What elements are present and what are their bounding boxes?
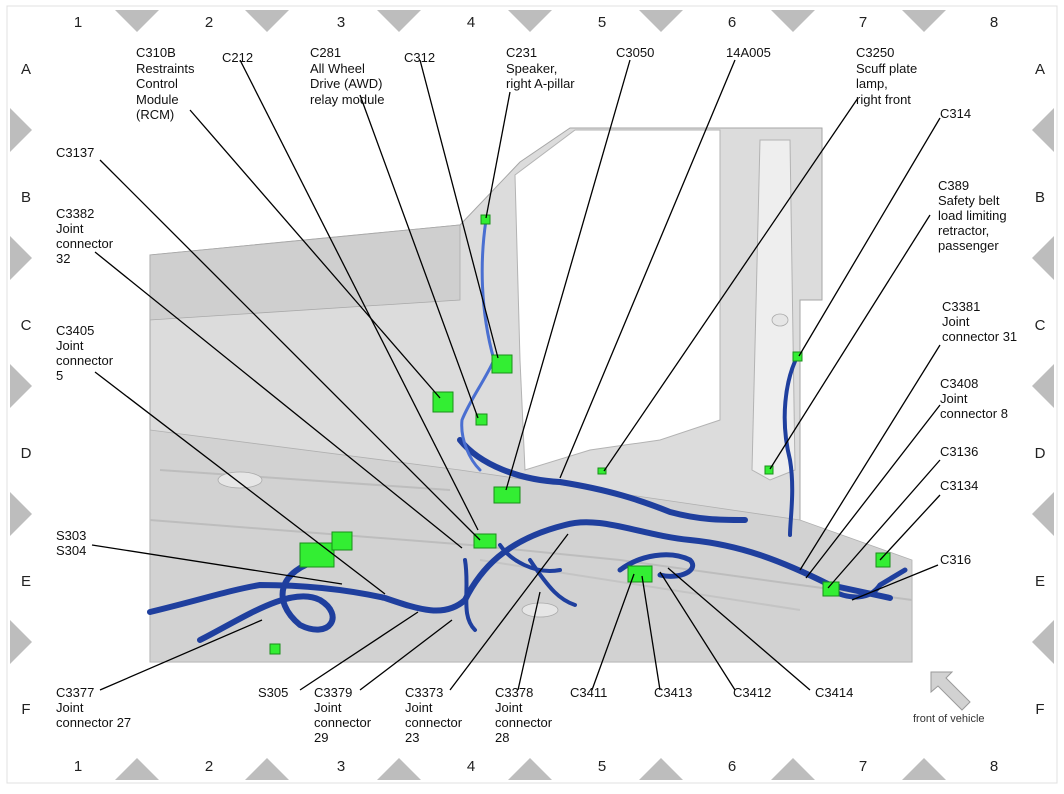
- callout-c389: C389 Safety belt load limiting retractor…: [938, 178, 1010, 253]
- diagram-frame: [6, 5, 1058, 784]
- grid-labels-top: 1 2 3 4 5 6 7 8: [74, 14, 998, 31]
- leader-lines: [91, 59, 941, 691]
- connector-c3134: [875, 552, 891, 568]
- connector-c310b: [432, 391, 454, 413]
- front-of-vehicle-note: front of vehicle: [913, 713, 985, 725]
- col-label: 1: [74, 14, 82, 31]
- col-label: 2: [205, 758, 213, 775]
- grid-labels-right: A B C D E F: [1035, 61, 1046, 718]
- callout-c3412: C3412: [733, 685, 771, 700]
- callout-c310b: C310B Restraints Control Module (RCM): [136, 45, 198, 122]
- connector-c389: [764, 465, 774, 475]
- callout-c3411: C3411: [570, 685, 607, 700]
- callout-c231: C231 Speaker, right A-pillar: [506, 45, 575, 91]
- callout-c3408: C3408 Joint connector 8: [940, 376, 1008, 421]
- row-label: C: [1035, 317, 1046, 334]
- connector-s303-block: [299, 542, 335, 568]
- harness-lower-branch: [463, 543, 577, 632]
- harness-main-trunk: [147, 519, 893, 615]
- connector-c3411: [627, 565, 653, 583]
- col-label: 1: [74, 758, 82, 775]
- row-label: E: [21, 573, 31, 590]
- connector-s303-block-2: [331, 531, 353, 551]
- col-label: 2: [205, 14, 213, 31]
- top-grid-markers: [115, 10, 946, 32]
- callout-c3379: C3379 Joint connector 29: [314, 685, 375, 745]
- col-label: 4: [467, 14, 475, 31]
- col-label: 3: [337, 758, 345, 775]
- callout-c3137: C3137: [56, 145, 94, 160]
- col-label: 4: [467, 758, 475, 775]
- row-label: B: [21, 189, 31, 206]
- right-grid-markers: [1032, 108, 1054, 664]
- connector-c312: [491, 354, 513, 374]
- callout-c3250: C3250 Scuff plate lamp, right front: [856, 45, 921, 107]
- row-label: C: [21, 317, 32, 334]
- harness-upper-branch: [457, 437, 748, 523]
- front-arrow-icon: [930, 671, 971, 711]
- connectors: [269, 214, 891, 655]
- col-label: 7: [859, 758, 867, 775]
- col-label: 8: [990, 758, 998, 775]
- callout-14a005: 14A005: [726, 45, 771, 60]
- col-label: 6: [728, 758, 736, 775]
- callout-c212: C212: [222, 50, 253, 65]
- harness-left-loop: [197, 557, 336, 643]
- connector-c281: [475, 413, 488, 426]
- callout-c3405: C3405 Joint connector 5: [56, 323, 117, 383]
- vehicle-body-illustration: [149, 127, 913, 663]
- callout-s305: S305: [258, 685, 288, 700]
- row-label: F: [21, 701, 30, 718]
- callout-c3050: C3050: [616, 45, 654, 60]
- bottom-grid-markers: [115, 758, 946, 780]
- left-grid-markers: [10, 108, 32, 664]
- callout-c316: C316: [940, 552, 971, 567]
- connector-c231: [480, 214, 491, 225]
- front-of-vehicle-indicator: front of vehicle: [913, 671, 985, 725]
- col-label: 5: [598, 14, 606, 31]
- callout-s303-s304: S303 S304: [56, 528, 90, 558]
- callout-c3377: C3377 Joint connector 27: [56, 685, 131, 730]
- harness-a-pillar-branch: [460, 218, 496, 472]
- callout-c312: C312: [404, 50, 435, 65]
- connector-c3137: [473, 533, 497, 549]
- row-label: F: [1035, 701, 1044, 718]
- col-label: 8: [990, 14, 998, 31]
- row-label: D: [21, 445, 32, 462]
- connector-c314: [792, 351, 803, 362]
- connector-c3050: [493, 486, 521, 504]
- grid-labels-bottom: 1 2 3 4 5 6 7 8: [74, 758, 998, 775]
- row-label: B: [1035, 189, 1045, 206]
- callout-c3373: C3373 Joint connector 23: [405, 685, 466, 745]
- callout-c3381: C3381 Joint connector 31: [942, 299, 1017, 344]
- grid-labels-left: A B C D E F: [21, 61, 32, 718]
- row-label: A: [21, 61, 31, 78]
- callout-c3414: C3414: [815, 685, 853, 700]
- col-label: 6: [728, 14, 736, 31]
- row-label: D: [1035, 445, 1046, 462]
- connector-c3136: [822, 581, 840, 597]
- connector-c3377: [269, 643, 281, 655]
- callout-c3378: C3378 Joint connector 28: [495, 685, 556, 745]
- row-label: A: [1035, 61, 1045, 78]
- wiring-harness: [147, 218, 908, 643]
- harness-b-pillar-branch: [782, 353, 800, 537]
- callout-labels: C310B Restraints Control Module (RCM) C2…: [56, 45, 1017, 745]
- col-label: 7: [859, 14, 867, 31]
- callout-c3382: C3382 Joint connector 32: [56, 206, 117, 266]
- callout-c314: C314: [940, 106, 971, 121]
- callout-c281: C281 All Wheel Drive (AWD) relay module: [310, 45, 386, 107]
- row-label: E: [1035, 573, 1045, 590]
- connector-c3250: [597, 467, 607, 475]
- callout-c3134: C3134: [940, 478, 978, 493]
- col-label: 3: [337, 14, 345, 31]
- callout-c3413: C3413: [654, 685, 692, 700]
- col-label: 5: [598, 758, 606, 775]
- callout-c3136: C3136: [940, 444, 978, 459]
